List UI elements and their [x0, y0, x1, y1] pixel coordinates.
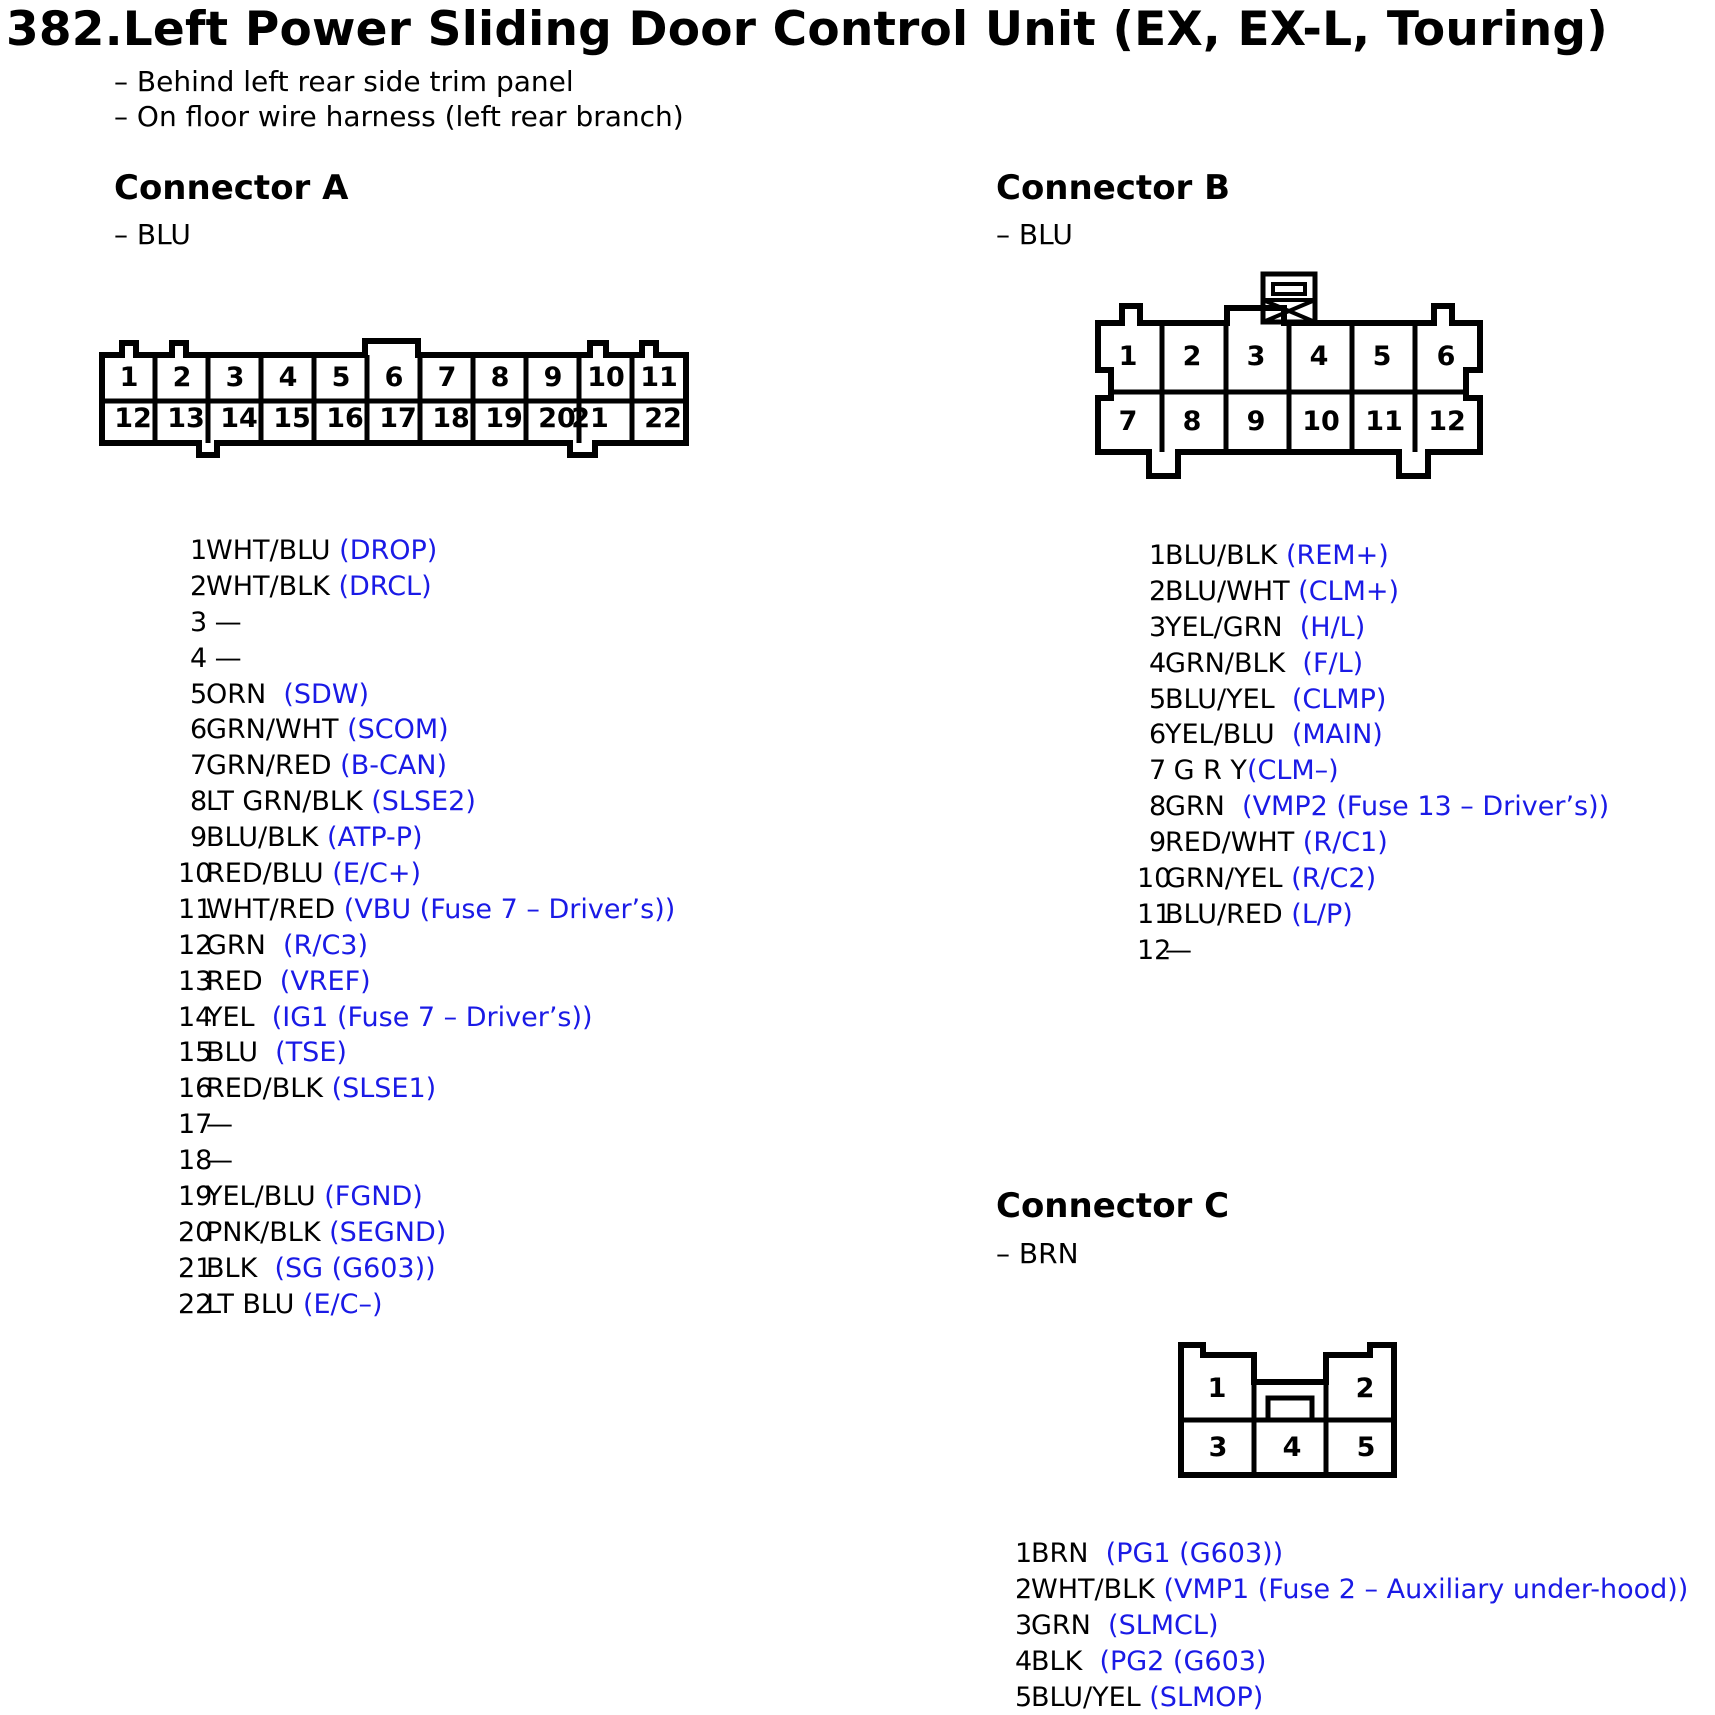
connector-c-diagram: 1 2 3 4 5: [1178, 1342, 1397, 1478]
cavity-a-4: 4: [279, 362, 298, 393]
cavity-a-19: 19: [485, 403, 523, 434]
pin-row: 2BLU/WHT (CLM+): [1149, 575, 1400, 607]
cavity-a-18: 18: [432, 403, 470, 434]
cavity-c-2: 2: [1356, 1373, 1375, 1404]
cavity-b-3: 3: [1247, 341, 1266, 372]
connector-a-color: – BLU: [114, 218, 191, 251]
cavity-c-3: 3: [1209, 1432, 1228, 1463]
cavity-a-3: 3: [226, 362, 245, 393]
pin-row: 2WHT/BLK (DRCL): [190, 570, 432, 602]
location-line-2: – On floor wire harness (left rear branc…: [114, 100, 684, 133]
cavity-a-14: 14: [220, 403, 258, 434]
cavity-a-11: 11: [640, 362, 678, 393]
pin-row: 9RED/WHT (R/C1): [1149, 827, 1388, 859]
pin-row: 4GRN/BLK (F/L): [1149, 647, 1364, 679]
lock-tab-icon: [1260, 271, 1318, 325]
connector-a-title: Connector A: [114, 168, 349, 208]
pin-row: 2WHT/BLK (VMP1 (Fuse 2 – Auxiliary under…: [1015, 1573, 1689, 1605]
cavity-b-9: 9: [1247, 406, 1266, 437]
cavity-a-22: 22: [644, 403, 682, 434]
pin-row: 6YEL/BLU (MAIN): [1149, 719, 1383, 751]
connector-b-title: Connector B: [996, 168, 1231, 208]
pin-row: 5BLU/YEL (CLMP): [1149, 683, 1387, 715]
cavity-b-6: 6: [1437, 341, 1456, 372]
cavity-a-10: 10: [587, 362, 625, 393]
section-title: Left Power Sliding Door Control Unit (EX…: [122, 2, 1608, 57]
cavity-b-2: 2: [1183, 341, 1202, 372]
pin-row: 1BLU/BLK (REM+): [1149, 540, 1389, 571]
pin-row: 3 —: [190, 606, 242, 638]
cavity-b-11: 11: [1365, 406, 1403, 437]
cavity-b-4: 4: [1310, 341, 1329, 372]
cavity-b-5: 5: [1373, 341, 1392, 372]
pin-row: 7 G R Y(CLM–): [1149, 755, 1339, 787]
pin-row: 19YEL/BLU (FGND): [178, 1181, 423, 1213]
connector-a-diagram: 1 2 3 4 5 6 7 8 9 10 11 12 13 14 15 16 1…: [99, 338, 689, 458]
pin-row: 11WHT/RED (VBU (Fuse 7 – Driver’s)): [178, 893, 676, 925]
cavity-b-7: 7: [1119, 406, 1138, 437]
pin-row: 18—: [178, 1145, 233, 1177]
cavity-c-1: 1: [1208, 1373, 1227, 1404]
pin-row: 9BLU/BLK (ATP-P): [190, 822, 423, 854]
pin-row: 21BLK (SG (G603)): [178, 1252, 436, 1284]
pin-row: 8LT GRN/BLK (SLSE2): [190, 786, 476, 818]
cavity-a-15: 15: [273, 403, 311, 434]
location-line-1: – Behind left rear side trim panel: [114, 65, 574, 98]
pin-row: 3GRN (SLMCL): [1015, 1609, 1219, 1641]
pin-row: 14YEL (IG1 (Fuse 7 – Driver’s)): [178, 1001, 593, 1033]
latch-icon: [1265, 1395, 1315, 1423]
pin-row: 3YEL/GRN (H/L): [1149, 611, 1366, 643]
cavity-a-6: 6: [385, 362, 404, 393]
section-number: 382.: [6, 2, 123, 57]
pin-row: 20PNK/BLK (SEGND): [178, 1216, 447, 1248]
connector-c-color: – BRN: [996, 1237, 1079, 1270]
pin-row: 10RED/BLU (E/C+): [178, 858, 421, 890]
connector-a-dividers: [152, 355, 635, 443]
connector-c-title: Connector C: [996, 1186, 1230, 1226]
pin-row: 4BLK (PG2 (G603): [1015, 1645, 1267, 1677]
cavity-b-10: 10: [1302, 406, 1340, 437]
pin-row: 12—: [1137, 934, 1192, 966]
connector-a-pin-list: 1WHT/BLU (DROP) 2WHT/BLK (DRCL) 3 — 4 — …: [178, 533, 675, 1323]
pin-row: 11BLU/RED (L/P): [1137, 898, 1353, 930]
cavity-a-13: 13: [167, 403, 205, 434]
pin-row: 15BLU (TSE): [178, 1037, 347, 1069]
connector-b-dividers: [1159, 323, 1418, 452]
cavity-a-16: 16: [326, 403, 364, 434]
cavity-a-8: 8: [491, 362, 510, 393]
cavity-b-1: 1: [1119, 341, 1138, 372]
cavity-a-21: 21: [571, 403, 609, 434]
cavity-a-5: 5: [332, 362, 351, 393]
pin-row: 17—: [178, 1109, 233, 1141]
pin-row: 22LT BLU (E/C–): [178, 1288, 383, 1320]
pin-row: 4 —: [190, 642, 242, 674]
cavity-c-4: 4: [1283, 1432, 1302, 1463]
pin-row: 1WHT/BLU (DROP): [190, 535, 438, 566]
connector-b-diagram: 1 2 3 4 5 6 7 8 9 10 11 12: [1095, 271, 1483, 479]
connector-b-pin-list: 1BLU/BLK (REM+) 2BLU/WHT (CLM+) 3YEL/GRN…: [1137, 538, 1610, 969]
cavity-a-17: 17: [379, 403, 417, 434]
pin-row: 16RED/BLK (SLSE1): [178, 1073, 437, 1105]
pin-row: 5ORN (SDW): [190, 678, 370, 710]
cavity-a-1: 1: [120, 362, 139, 393]
pin-row: 5BLU/YEL (SLMOP): [1015, 1681, 1264, 1713]
pin-row: 12GRN (R/C3): [178, 929, 369, 961]
connector-b-color: – BLU: [996, 218, 1073, 251]
pin-row: 10GRN/YEL (R/C2): [1137, 863, 1377, 895]
pin-row: 8GRN (VMP2 (Fuse 13 – Driver’s)): [1149, 791, 1610, 823]
cavity-a-9: 9: [544, 362, 563, 393]
page-title: 382.Left Power Sliding Door Control Unit…: [6, 2, 1608, 57]
cavity-c-5: 5: [1357, 1432, 1376, 1463]
cavity-a-20: 20: [538, 403, 576, 434]
cavity-b-8: 8: [1183, 406, 1202, 437]
pin-row: 13RED (VREF): [178, 965, 371, 997]
cavity-a-2: 2: [173, 362, 192, 393]
pin-row: 1BRN (PG1 (G603)): [1015, 1538, 1284, 1569]
cavity-b-12: 12: [1428, 406, 1466, 437]
connector-c-pin-list: 1BRN (PG1 (G603)) 2WHT/BLK (VMP1 (Fuse 2…: [1015, 1536, 1688, 1715]
pin-row: 7GRN/RED (B-CAN): [190, 750, 448, 782]
pin-row: 6GRN/WHT (SCOM): [190, 714, 449, 746]
cavity-a-7: 7: [438, 362, 457, 393]
cavity-a-12: 12: [114, 403, 152, 434]
